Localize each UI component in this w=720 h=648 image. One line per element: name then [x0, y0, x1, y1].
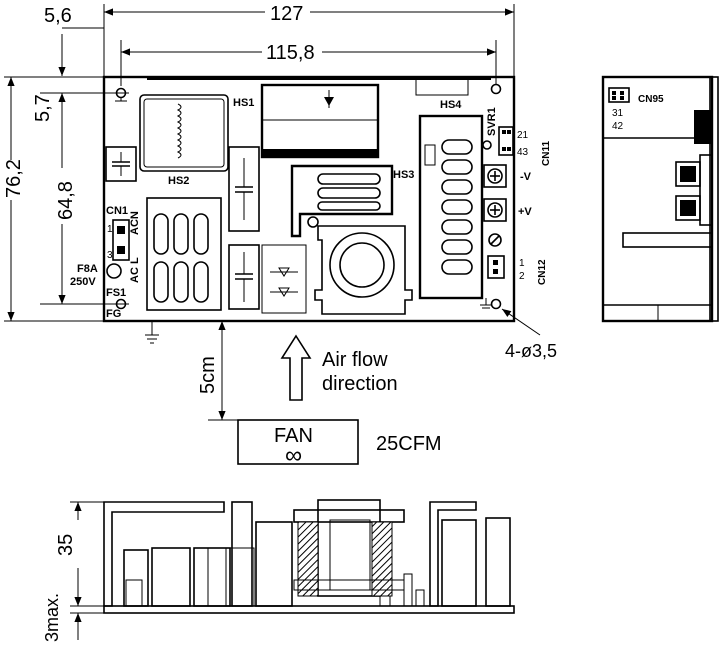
dimension-lines: [4, 4, 515, 640]
transformer: [139, 94, 229, 172]
label-mount-holes: 4-ø3,5: [505, 341, 557, 361]
terminal-plus-v: [483, 198, 507, 222]
fan-symbol: ∞: [285, 442, 302, 469]
top-heatsink-bar: [147, 76, 491, 80]
airflow-indicator: Air flow direction FAN ∞ 25CFM: [237, 334, 442, 469]
label-cn12-pin1: 1: [519, 258, 525, 269]
dim-3max: 3max.: [42, 593, 62, 642]
capacitor-c3: [228, 244, 260, 310]
mounting-hole-br: [490, 298, 502, 310]
hs1-heatsink: [260, 83, 380, 159]
dim-35: 35: [55, 534, 77, 556]
label-cn1: CN1: [106, 205, 128, 217]
label-hs4: HS4: [440, 99, 462, 111]
capacitor-c1: [105, 146, 137, 182]
label-cn11-pins-top: 21: [517, 130, 529, 141]
label-cn12: CN12: [537, 259, 548, 285]
cn1-connector: [112, 219, 130, 261]
airflow-arrow: [280, 334, 312, 401]
mount-hole-leader: [501, 308, 541, 336]
fan-box: [237, 419, 359, 465]
terminal-minus-v: [483, 164, 507, 188]
diode-pair: [261, 244, 307, 314]
label-cn12-pin2: 2: [519, 271, 525, 282]
adjust-potentiometer: [488, 233, 502, 247]
dim-5-7: 5,7: [32, 94, 54, 122]
dim-76-2: 76,2: [3, 159, 25, 198]
pcb-outline: [102, 75, 516, 323]
cn95-connector: [608, 87, 630, 103]
label-cn95: CN95: [638, 94, 664, 105]
label-fuse-rating: F8A: [77, 263, 98, 275]
mounting-hole-tl: [113, 87, 129, 99]
label-hs3: HS3: [393, 169, 414, 181]
filter-block: [146, 197, 222, 311]
top-connector-block: [415, 78, 469, 96]
label-svr1: SVR1: [486, 107, 498, 136]
dim-5cm: 5cm: [197, 356, 219, 394]
dim-127: 127: [270, 3, 303, 25]
cn11-connector: [498, 126, 514, 156]
label-ac-l: AC L: [129, 257, 141, 283]
label-plus-v: +V: [518, 206, 532, 218]
output-choke: [307, 216, 413, 315]
label-hs2: HS2: [168, 175, 189, 187]
fan-cfm: 25CFM: [376, 433, 442, 455]
dim-115-8: 115,8: [266, 42, 315, 64]
mounting-hole-bl: [113, 298, 129, 310]
label-fuse-voltage: 250V: [70, 276, 96, 288]
svr1-trimmer: [482, 140, 492, 150]
dim-5-6: 5,6: [44, 5, 72, 27]
label-minus-v: -V: [520, 171, 532, 183]
capacitor-c2: [228, 146, 260, 232]
label-fg: FG: [106, 308, 121, 320]
mounting-hole-tr: [490, 83, 502, 95]
cn12-connector: [487, 255, 505, 279]
airflow-label-line1: Air flow: [322, 349, 388, 371]
side-view-bottom: [103, 499, 515, 614]
top-view: HS2 HS1 CN1 1 3: [70, 75, 557, 361]
label-cn95-pins-top: 31: [612, 108, 624, 119]
side-view-right: CN95 31 42: [601, 75, 719, 323]
label-cn95-pins-bottom: 42: [612, 121, 624, 132]
label-cn11-pins-bottom: 43: [517, 147, 529, 158]
fg-ground-symbol: [145, 321, 159, 344]
airflow-label-line2: direction: [322, 373, 398, 395]
dim-64-8: 64,8: [55, 181, 77, 220]
label-fs1: FS1: [106, 287, 126, 299]
label-hs1: HS1: [233, 97, 254, 109]
fan-label: FAN: [274, 425, 313, 447]
label-ac-n: ACN: [129, 211, 141, 235]
fuse-body: [106, 263, 122, 279]
label-cn11: CN11: [541, 141, 552, 166]
label-cn1-pin3: 3: [107, 250, 113, 261]
hs4-heatsink: [418, 114, 484, 300]
ground-symbol-br: [480, 298, 492, 309]
label-cn1-pin1: 1: [107, 224, 113, 235]
ground-symbol-tl: [115, 97, 127, 102]
hs3-heatsink: [290, 164, 394, 238]
